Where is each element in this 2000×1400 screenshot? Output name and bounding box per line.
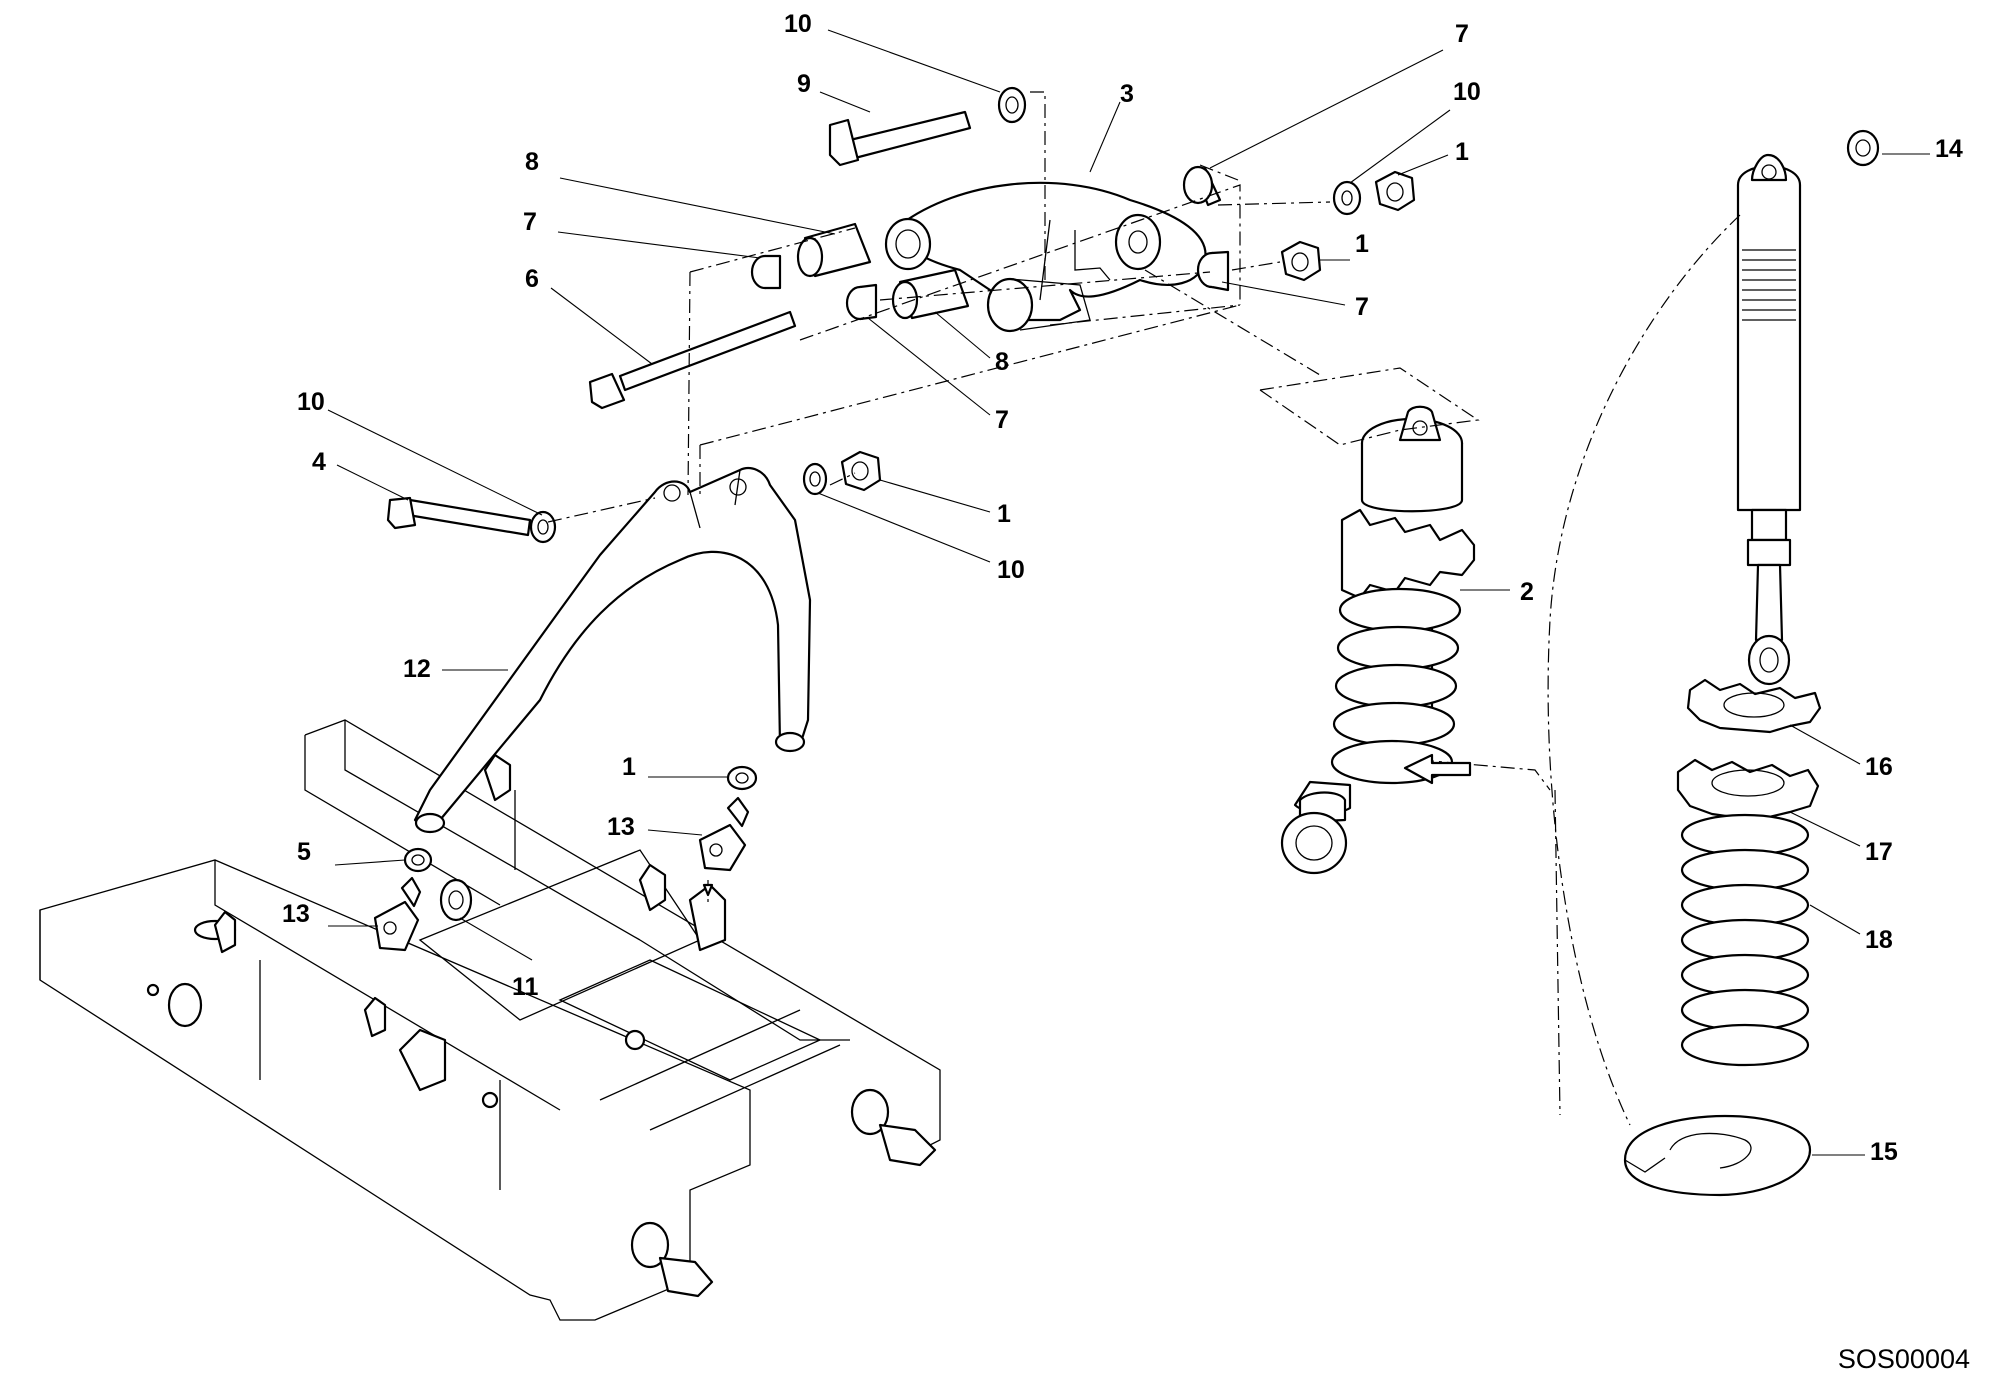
- callout-2: 2: [1520, 578, 1534, 606]
- part-labels: 10 9 3 7 10 1 8 7 1 7 6 8 7 10 4 1 10 2 …: [282, 10, 1963, 1166]
- bushing-11: [439, 878, 473, 922]
- callout-1: 1: [997, 500, 1011, 528]
- bushing-7-mid-right: [1196, 250, 1230, 292]
- callout-4: 4: [312, 448, 326, 476]
- bolt-6: [588, 310, 797, 410]
- bolt-9: [828, 110, 972, 167]
- rocker-arm: [884, 181, 1207, 333]
- callout-16: 16: [1865, 753, 1893, 781]
- nut-1-lower: [726, 765, 758, 791]
- spacer-8-upper: [796, 222, 872, 278]
- spring-18: [1680, 813, 1810, 1067]
- bush-14: [1846, 129, 1880, 167]
- callout-11: 11: [512, 973, 539, 1001]
- shock-absorber-assembly: [1280, 405, 1476, 875]
- swingarm: [39, 719, 941, 1321]
- nut-1-mid-right: [1280, 240, 1322, 282]
- callout-13: 13: [607, 813, 635, 841]
- washer-10-right: [1332, 180, 1362, 216]
- nut-1-link: [840, 450, 882, 492]
- callout-8: 8: [525, 148, 539, 176]
- assembly-lines: [547, 91, 1741, 1126]
- callout-7: 7: [1355, 293, 1369, 321]
- callout-3: 3: [1120, 80, 1134, 108]
- callout-10: 10: [297, 388, 325, 416]
- callout-13: 13: [282, 900, 310, 928]
- callout-9: 9: [797, 70, 811, 98]
- washer-10-link: [802, 462, 828, 496]
- callout-12: 12: [403, 655, 431, 683]
- callout-10: 10: [997, 556, 1025, 584]
- callout-1: 1: [1355, 230, 1369, 258]
- drawing-code: SOS00004: [1838, 1344, 1970, 1374]
- washer-10-left: [529, 510, 557, 544]
- ring-nut-17: [1676, 758, 1820, 820]
- collet-15: [1623, 1114, 1812, 1197]
- bushing-7-lower: [845, 283, 878, 321]
- callout-7: 7: [1455, 20, 1469, 48]
- callout-1: 1: [622, 753, 636, 781]
- callout-5: 5: [297, 838, 311, 866]
- spacer-8-lower: [891, 268, 970, 320]
- callout-6: 6: [525, 265, 539, 293]
- bolt-4: [386, 496, 532, 537]
- link-12: [413, 467, 812, 834]
- eyebolt-13-left: [373, 876, 422, 952]
- callout-17: 17: [1865, 838, 1893, 866]
- nut-5: [403, 847, 433, 873]
- bushing-7-upper-left: [750, 254, 782, 290]
- callout-7: 7: [523, 208, 537, 236]
- callout-8: 8: [995, 348, 1009, 376]
- eyebolt-13-right: [698, 796, 750, 872]
- leader-lines: [327, 29, 1930, 1156]
- callout-14: 14: [1935, 135, 1963, 163]
- washer-10-top: [997, 86, 1027, 124]
- shock-body: [1736, 153, 1802, 686]
- bushing-7-top-right: [1182, 165, 1222, 207]
- callout-15: 15: [1870, 1138, 1898, 1166]
- ring-nut-16: [1686, 678, 1822, 734]
- nut-1-top-right: [1374, 170, 1416, 212]
- callout-10: 10: [784, 10, 812, 38]
- callout-18: 18: [1865, 926, 1893, 954]
- callout-10: 10: [1453, 78, 1481, 106]
- callout-7: 7: [995, 406, 1009, 434]
- callout-1: 1: [1455, 138, 1469, 166]
